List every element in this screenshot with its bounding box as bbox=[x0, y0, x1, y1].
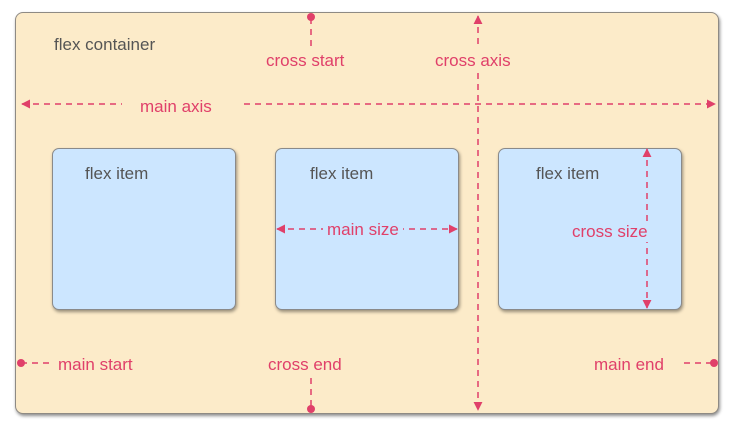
flex-container-label: flex container bbox=[54, 35, 156, 54]
flex-item-1: flex item bbox=[52, 148, 236, 310]
cross-start-label: cross start bbox=[266, 51, 345, 70]
flex-item-label: flex item bbox=[310, 164, 374, 183]
main-end-label: main end bbox=[594, 355, 664, 374]
cross-end-label: cross end bbox=[268, 355, 342, 374]
flex-item-label: flex item bbox=[85, 164, 149, 183]
main-axis-label: main axis bbox=[140, 97, 212, 116]
main-size-label: main size bbox=[323, 220, 403, 240]
flex-item-label: flex item bbox=[536, 164, 600, 183]
main-start-label: main start bbox=[58, 355, 133, 374]
cross-size-label: cross size bbox=[568, 222, 652, 242]
cross-axis-label: cross axis bbox=[435, 51, 511, 70]
